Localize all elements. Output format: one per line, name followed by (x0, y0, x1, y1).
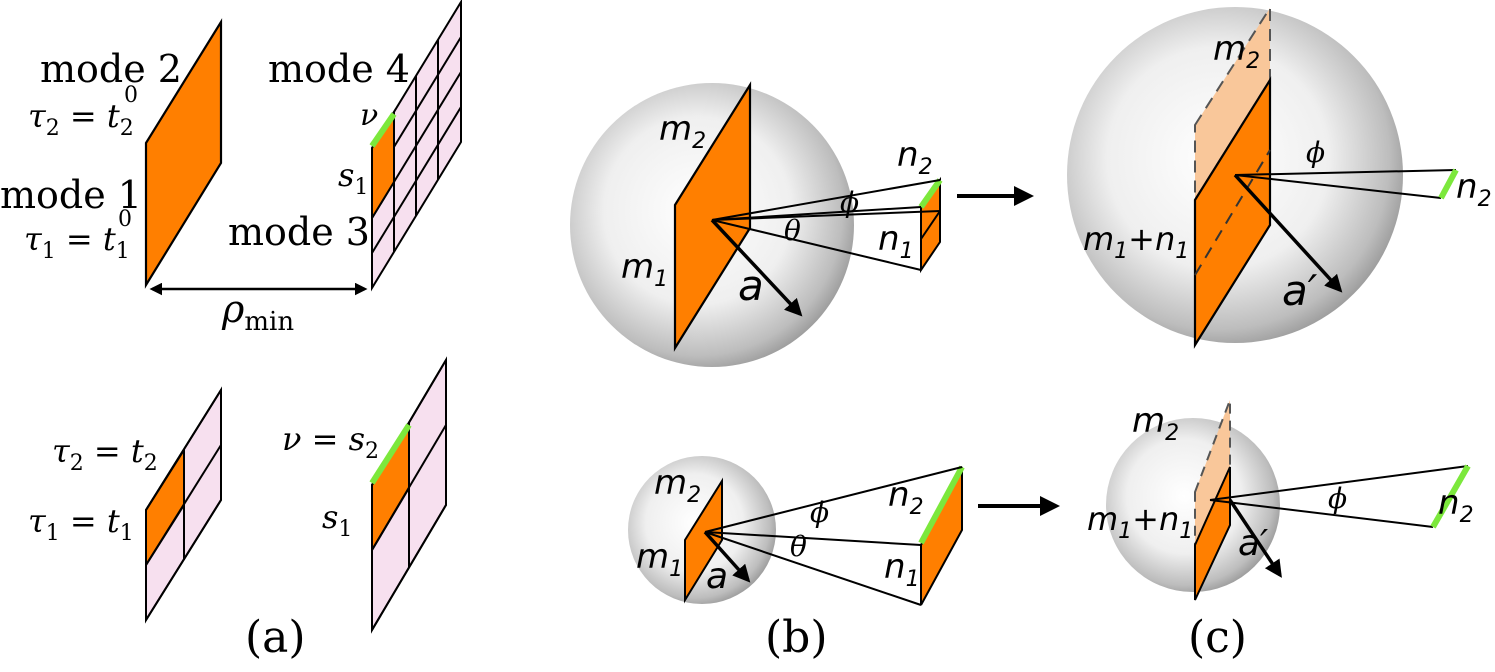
theta-label: θ (784, 214, 801, 247)
a-prime-label: a′ (1282, 266, 1318, 315)
vector-a (710, 218, 803, 317)
grid-bottom-left (145, 386, 222, 624)
mode-grid-pink (369, 0, 462, 292)
n2-edge-green-small (918, 465, 965, 545)
s1-label: s1 (338, 156, 368, 200)
theta-label-small: θ (790, 530, 807, 563)
m1-plus-n1-label-small: m1+n1 (1087, 500, 1193, 544)
phi-label-c: ϕ (1306, 136, 1325, 169)
nu-label: ν (360, 98, 378, 133)
cone-lines-small (704, 466, 963, 606)
s1-label-bottom: s1 (322, 498, 352, 542)
nu-edge-green (369, 423, 412, 485)
caption-a: (a) (245, 612, 306, 663)
cone-lines (711, 179, 941, 271)
n2-label-small: n2 (888, 475, 924, 520)
n2-label-c-small: n2 (1438, 483, 1474, 528)
tau1-eq-t1-bottom: τ1 = t1 (28, 502, 134, 546)
m2-label-small: m2 (654, 463, 701, 508)
m2-label: m2 (659, 109, 706, 154)
n2-label: n2 (897, 135, 933, 180)
panel-b: m2 m1 n2 n1 ϕ θ a m2 m1 n2 n1 ϕ θ a (b) (570, 81, 1060, 663)
sheet-merged-small (1194, 466, 1231, 601)
mode1-label: mode 1 (0, 173, 142, 217)
sheet-m-small (684, 477, 723, 604)
mode-sheet-orange (144, 18, 223, 289)
nu-eq-s2-label: ν = s2 (282, 420, 379, 464)
m1-label-small: m1 (636, 537, 683, 582)
panel-c: m2 m1+n1 n2 ϕ a′ m2 m1+n1 n2 ϕ a′ (c) (1067, 4, 1492, 663)
n2-edge-green-c (1438, 168, 1459, 200)
sheet-m (673, 81, 752, 352)
vector-a-small (703, 530, 751, 583)
a-label: a (738, 261, 764, 310)
cone-lines-merged-small (1209, 465, 1469, 528)
n1-label-small: n1 (884, 547, 920, 592)
caption-b: (b) (765, 612, 828, 663)
n1-label: n1 (878, 219, 914, 264)
m1-label: m1 (621, 247, 668, 292)
t2-superscript: 0 (124, 83, 138, 108)
m2-label-c: m2 (1213, 29, 1260, 74)
a-prime-label-small: a′ (1238, 523, 1268, 564)
panel-a: mode 2 τ2 = t2 0 mode 1 τ1 = t1 0 mode 4… (0, 0, 462, 663)
mode2-label: mode 2 (40, 47, 182, 91)
mode4-label: mode 4 (268, 47, 410, 91)
caption-c: (c) (1188, 612, 1247, 663)
n2-label-c: n2 (1456, 167, 1492, 212)
n2-edge-green-c-small (1430, 464, 1471, 529)
phi-label: ϕ (840, 186, 859, 219)
a-label-small: a (706, 556, 728, 597)
m2-label-c-small: m2 (1132, 401, 1179, 446)
n2-edge-green (918, 178, 943, 209)
nu-edge-green (369, 112, 397, 148)
tau2-eq-t2-label: τ2 = t2 (28, 97, 134, 141)
rho-min-label: ρmin (221, 287, 294, 337)
phi-label-c-small: ϕ (1328, 482, 1347, 515)
tau2-eq-t2-bottom: τ2 = t2 (52, 432, 158, 476)
grid-bottom-right (369, 356, 447, 634)
mode3-label: mode 3 (228, 210, 370, 254)
sphere-small-merged (1106, 418, 1280, 592)
vector-a-prime (1233, 173, 1343, 293)
t1-superscript: 0 (118, 207, 132, 232)
vector-a-prime-small (1228, 499, 1282, 578)
cone-lines-merged (1234, 169, 1457, 199)
tau1-eq-t1-label: τ1 = t1 (24, 220, 130, 264)
sheet-m2-transparent-small (1194, 399, 1231, 561)
phi-label-small: ϕ (810, 496, 829, 529)
sheet-merged (1193, 76, 1272, 349)
m1-plus-n1-label: m1+n1 (1083, 220, 1189, 264)
